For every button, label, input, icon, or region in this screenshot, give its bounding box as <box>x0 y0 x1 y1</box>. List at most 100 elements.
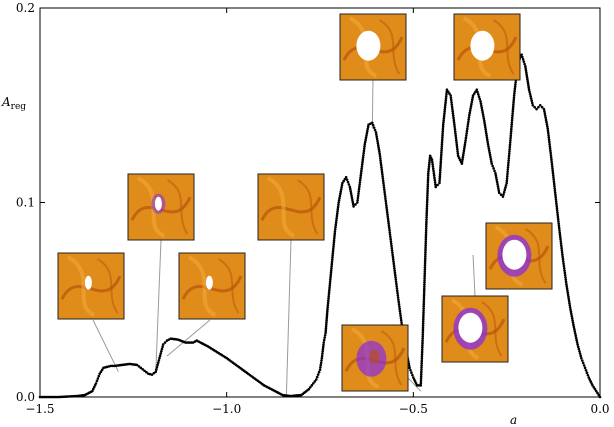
data-point <box>470 100 474 104</box>
data-point <box>423 285 426 289</box>
data-point <box>453 125 456 129</box>
data-point <box>563 271 567 275</box>
data-point <box>559 242 563 245</box>
data-point <box>360 163 364 166</box>
data-point <box>441 125 445 129</box>
inset-swirl <box>218 258 240 314</box>
data-point <box>543 112 547 115</box>
data-point <box>326 301 330 305</box>
data-point <box>424 237 428 241</box>
data-point <box>160 347 164 351</box>
data-point <box>576 343 579 346</box>
data-point <box>508 145 512 149</box>
data-point <box>458 158 462 162</box>
data-point <box>495 178 499 182</box>
data-point <box>463 145 466 148</box>
data-point <box>546 131 550 135</box>
data-point <box>358 181 362 184</box>
data-point <box>370 121 374 125</box>
data-point <box>375 133 378 136</box>
data-point <box>424 250 427 254</box>
data-point <box>426 185 430 188</box>
data-point <box>409 368 412 372</box>
data-point <box>421 341 424 345</box>
data-point <box>526 82 530 85</box>
data-point <box>332 241 336 244</box>
data-point <box>422 298 426 302</box>
data-point <box>145 370 148 374</box>
data-point <box>364 136 368 139</box>
data-point <box>330 267 333 270</box>
data-point <box>393 269 396 272</box>
data-point <box>508 147 511 151</box>
data-point <box>350 194 353 197</box>
data-point <box>424 227 428 230</box>
data-point <box>583 366 587 370</box>
data-point <box>318 368 322 372</box>
data-point <box>337 203 340 207</box>
data-point <box>396 296 400 299</box>
data-point <box>484 127 487 131</box>
data-point <box>528 90 531 94</box>
data-point <box>325 312 329 316</box>
data-point <box>398 309 402 313</box>
data-point <box>507 152 511 156</box>
inset-swirl <box>60 275 122 300</box>
data-point <box>512 100 515 104</box>
data-point <box>422 307 425 310</box>
data-point <box>449 96 453 100</box>
data-point <box>573 332 577 335</box>
data-point <box>426 180 430 184</box>
data-point <box>571 321 575 324</box>
data-point <box>543 110 546 113</box>
data-point <box>352 205 355 208</box>
data-point <box>325 314 329 318</box>
data-point <box>439 157 443 161</box>
data-point <box>394 280 398 284</box>
data-point <box>489 155 492 159</box>
data-point <box>390 244 393 248</box>
data-point <box>535 107 538 111</box>
data-point <box>452 116 455 120</box>
data-point <box>489 157 493 161</box>
data-point <box>327 293 331 296</box>
data-point <box>548 145 552 148</box>
data-point <box>394 278 398 281</box>
data-point <box>554 198 558 201</box>
data-point <box>421 346 424 349</box>
data-point <box>556 213 559 217</box>
data-point <box>321 347 325 351</box>
data-point <box>440 140 444 144</box>
data-point <box>420 357 424 360</box>
data-point <box>492 167 495 170</box>
data-point <box>331 249 335 253</box>
data-point <box>568 306 572 309</box>
data-point <box>511 114 514 117</box>
data-point <box>438 175 442 178</box>
data-point <box>332 245 335 249</box>
data-point <box>530 101 534 105</box>
data-point <box>565 282 568 286</box>
data-point <box>585 371 589 374</box>
data-point <box>407 364 411 367</box>
data-point <box>389 242 393 245</box>
data-point <box>322 343 325 347</box>
data-point <box>93 384 97 387</box>
data-point <box>455 145 459 149</box>
data-point <box>343 177 347 181</box>
y-tick-label: 0.2 <box>16 1 35 15</box>
data-point <box>432 174 436 177</box>
data-point <box>425 214 428 217</box>
data-point <box>567 297 571 301</box>
data-point <box>524 69 528 72</box>
data-point <box>425 202 429 206</box>
data-point <box>423 263 427 267</box>
data-point <box>594 389 598 393</box>
data-point <box>490 160 493 163</box>
data-point <box>391 251 394 254</box>
data-point <box>383 195 387 198</box>
data-point <box>386 213 389 216</box>
data-point <box>462 151 465 155</box>
data-point <box>475 88 479 91</box>
data-point <box>445 88 449 91</box>
